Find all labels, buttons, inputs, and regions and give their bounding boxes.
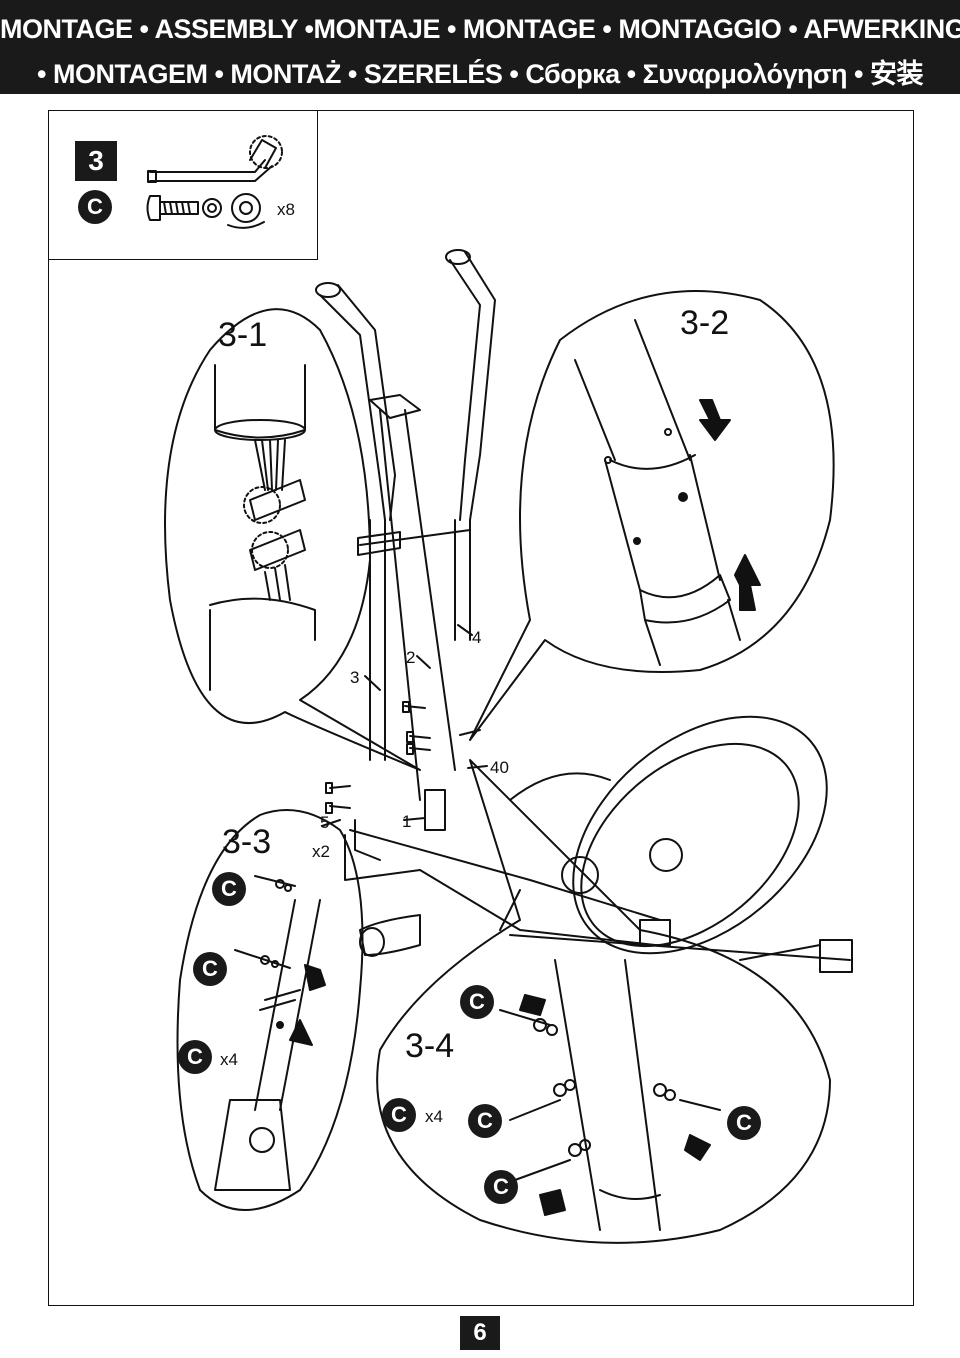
- page-header: MONTAGE • ASSEMBLY •MONTAJE • MONTAGE • …: [0, 0, 960, 94]
- detail-3-4-label: 3-4: [405, 1027, 455, 1065]
- hardware-letter-badge: C: [460, 985, 494, 1019]
- allen-key-icon: [147, 135, 283, 183]
- hardware-letter-badge: C: [78, 190, 112, 224]
- detail-3-3-label: 3-3: [222, 823, 272, 861]
- page-number: 6: [460, 1316, 500, 1350]
- hardware-letter-badge: C: [193, 952, 227, 986]
- bolt-washer-set-icon: [146, 193, 265, 229]
- hardware-box: [48, 110, 318, 260]
- hardware-letter-badge: C: [178, 1040, 212, 1074]
- illustration-frame: [48, 110, 914, 1306]
- hardware-letter-badge: C: [468, 1104, 502, 1138]
- detail-3-2-label: 3-2: [680, 304, 730, 342]
- header-languages-line1: MONTAGE • ASSEMBLY •MONTAJE • MONTAGE • …: [0, 14, 960, 44]
- part-number-5: 5: [320, 813, 330, 832]
- detail-3-1-balloon: [164, 308, 421, 771]
- detail-3-2-balloon: [469, 290, 835, 741]
- detail-3-4-quantity: x4: [425, 1107, 443, 1126]
- hardware-letter-badge: C: [212, 872, 246, 906]
- header-languages-line2: • MONTAGEM • MONTAŻ • SZERELÉS • Сборка …: [37, 59, 923, 89]
- detail-3-4-balloon: [376, 759, 831, 1244]
- hardware-letter-badge: C: [382, 1098, 416, 1132]
- part-number-2: 2: [406, 648, 416, 667]
- part-number-3: 3: [350, 668, 360, 687]
- main-quantity: x2: [312, 842, 330, 861]
- part-number-1: 1: [402, 812, 412, 831]
- hardware-quantity: x8: [277, 200, 295, 219]
- detail-3-1-label: 3-1: [218, 316, 268, 354]
- part-number-4: 4: [472, 628, 482, 647]
- step-number: 3: [75, 141, 117, 181]
- hardware-letter-badge: C: [484, 1170, 518, 1204]
- part-number-40: 40: [490, 758, 509, 777]
- detail-3-3-balloon: [176, 809, 364, 1211]
- hardware-letter-badge: C: [727, 1106, 761, 1140]
- detail-3-3-quantity: x4: [220, 1050, 238, 1069]
